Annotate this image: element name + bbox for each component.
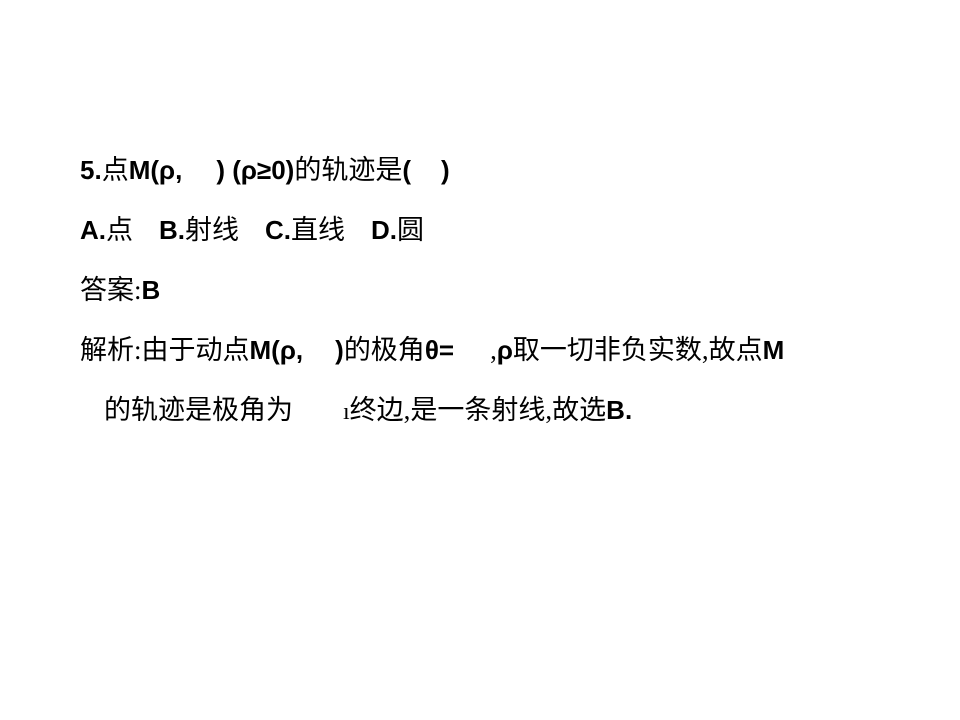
option-d-label[interactable]: 圆	[397, 215, 424, 245]
option-b-letter[interactable]: B.	[159, 215, 185, 245]
question-stem-han-1: 点	[101, 155, 129, 185]
answer-line: 答案:B	[80, 260, 960, 320]
answer-value: B	[141, 275, 161, 305]
option-b-label[interactable]: 射线	[185, 215, 239, 245]
analysis-line2-math-a: B	[606, 395, 625, 425]
analysis-math-c: θ=	[424, 335, 455, 365]
analysis-math-e: M	[762, 335, 785, 365]
analysis-line2-han-c: .	[624, 395, 633, 425]
analysis-math-b: )	[335, 335, 344, 365]
analysis-han-c: ,	[490, 335, 497, 365]
analysis-label: 解析:	[80, 335, 142, 365]
choice-paren-open: (	[402, 155, 411, 185]
analysis-math-d: ρ	[496, 335, 513, 365]
options-line: A.点 B.射线 C.直线 D.圆	[80, 200, 960, 260]
option-a-letter[interactable]: A.	[80, 215, 106, 245]
question-stem-math-2: ) (ρ≥0)	[216, 155, 295, 185]
analysis-line2-han-a: 的轨迹是极角为	[104, 395, 293, 425]
question-stem-math-1: M(ρ,	[128, 155, 183, 185]
analysis-math-a: M(ρ,	[249, 335, 304, 365]
broken-glyph-fragment: ı	[343, 399, 350, 425]
option-a-label[interactable]: 点	[106, 215, 133, 245]
analysis-line2-han-b: 终边,是一条射线,故选	[349, 395, 607, 425]
choice-paren-close: )	[441, 155, 450, 185]
option-c-letter[interactable]: C.	[265, 215, 291, 245]
analysis-han-b: 的极角	[343, 335, 425, 365]
answer-label: 答案:	[80, 275, 142, 305]
question-stem-line: 5.点M(ρ, ) (ρ≥0)的轨迹是()	[80, 140, 960, 200]
analysis-line-2: 的轨迹是极角为 ı终边,是一条射线,故选B.	[80, 380, 960, 442]
question-stem-han-2: 的轨迹是	[294, 155, 403, 185]
analysis-han-a: 由于动点	[141, 335, 250, 365]
analysis-han-d: 取一切非负实数,故点	[512, 335, 763, 365]
option-d-letter[interactable]: D.	[371, 215, 397, 245]
analysis-line-1: 解析:由于动点M(ρ,)的极角θ=,ρ取一切非负实数,故点M	[80, 320, 960, 380]
option-c-label[interactable]: 直线	[291, 215, 345, 245]
question-number: 5.	[80, 155, 102, 185]
